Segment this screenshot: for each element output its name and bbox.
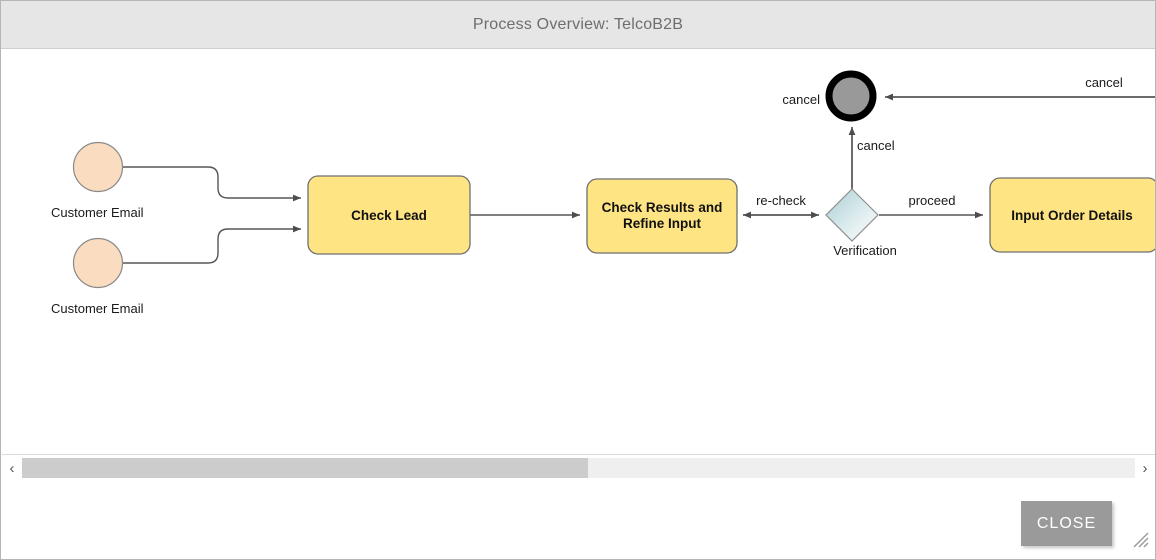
chevron-left-icon[interactable]: ‹ <box>2 456 22 480</box>
node-start-event-customer-email-1[interactable]: Customer Email <box>51 141 144 221</box>
chevron-right-icon[interactable]: › <box>1135 456 1155 480</box>
task-check-lead-label: Check Lead <box>351 208 427 223</box>
start-event-1-label: Customer Email <box>51 205 144 220</box>
connector-customer-email-2 <box>123 225 301 264</box>
node-start-event-customer-email-2[interactable]: Customer Email <box>51 237 144 317</box>
scrollbar-thumb[interactable] <box>22 458 588 478</box>
start-event-shape[interactable] <box>72 141 124 193</box>
task-check-results-label-line1: Check Results and <box>602 200 723 215</box>
node-task-input-order-details[interactable]: Input Order Details <box>989 177 1155 253</box>
horizontal-scrollbar[interactable]: ‹ › <box>2 454 1155 482</box>
gateway-verification-label: Verification <box>833 243 897 258</box>
connector-customer-email-1 <box>123 166 301 202</box>
task-input-order-details-shape[interactable] <box>989 177 1155 253</box>
close-button[interactable]: CLOSE <box>1021 501 1112 546</box>
start-event-shape[interactable] <box>72 237 124 289</box>
task-check-lead-shape[interactable] <box>307 175 471 255</box>
diagram-canvas[interactable]: Customer Email Customer Email Check Lead… <box>2 49 1155 454</box>
edge-label-cancel-end: cancel <box>782 92 820 107</box>
gateway-verification-shape[interactable] <box>825 188 879 242</box>
edge-label-re-check: re-check <box>756 193 806 208</box>
end-event-shape[interactable] <box>825 70 877 122</box>
node-end-event[interactable] <box>825 70 877 122</box>
node-task-check-results[interactable]: Check Results and Refine Input <box>586 178 738 254</box>
edge-label-proceed: proceed <box>909 193 956 208</box>
dialog-title: Process Overview: TelcoB2B <box>472 15 684 33</box>
resize-grip-icon[interactable] <box>1130 529 1150 549</box>
dialog-footer: CLOSE <box>2 481 1155 559</box>
task-check-results-label-line2: Refine Input <box>623 216 701 231</box>
scrollbar-track[interactable] <box>22 458 1135 478</box>
task-check-results-shape[interactable] <box>586 178 738 254</box>
node-task-check-lead[interactable]: Check Lead <box>307 175 471 255</box>
process-diagram[interactable]: Customer Email Customer Email Check Lead… <box>2 49 1155 454</box>
task-input-order-details-label: Input Order Details <box>1011 208 1133 223</box>
edge-label-cancel-gateway: cancel <box>857 138 895 153</box>
node-gateway-verification[interactable]: Verification <box>825 188 897 258</box>
dialog-titlebar: Process Overview: TelcoB2B <box>1 1 1155 49</box>
start-event-2-label: Customer Email <box>51 301 144 316</box>
edge-label-cancel-order: cancel <box>1085 75 1123 90</box>
